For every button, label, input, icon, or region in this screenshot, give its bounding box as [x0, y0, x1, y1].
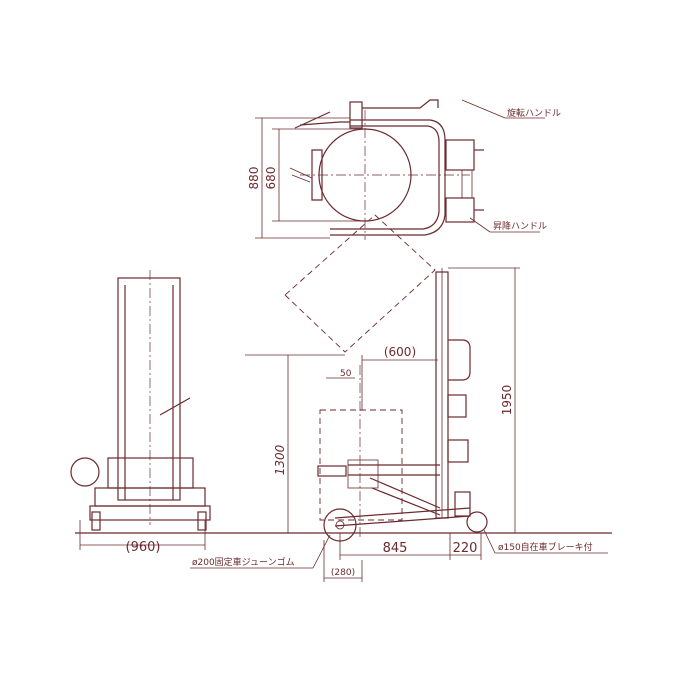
dim-280: (280) — [331, 568, 355, 578]
dim-880: 880 — [247, 167, 261, 190]
dim-1300: 1300 — [273, 444, 287, 475]
dim-960: (960) — [126, 540, 161, 555]
dim-845: 845 — [383, 541, 408, 556]
front-view: (960) — [70, 270, 211, 555]
rotate-handle-label: 旋転ハンドル — [507, 107, 561, 119]
dim-1950: 1950 — [500, 385, 514, 416]
dim-680: 680 — [264, 167, 278, 190]
dim-600: (600) — [384, 345, 416, 359]
dim-50: 50 — [340, 369, 352, 379]
tilted-drum-outline — [284, 214, 436, 353]
fixed-wheel-label: ø200固定車ジューンゴム — [192, 556, 295, 568]
side-view: 1300 1950 (600) 50 845 220 (280) ø200固定車… — [190, 267, 608, 582]
lift-handle-label: 昇降ハンドル — [493, 220, 547, 232]
caster-wheel-label: ø150自在車ブレーキ付 — [498, 541, 593, 553]
caster-wheel — [466, 511, 488, 533]
top-view: 880 680 旋転ハンドル 昇降ハンドル — [247, 99, 561, 240]
dim-220: 220 — [453, 541, 478, 556]
